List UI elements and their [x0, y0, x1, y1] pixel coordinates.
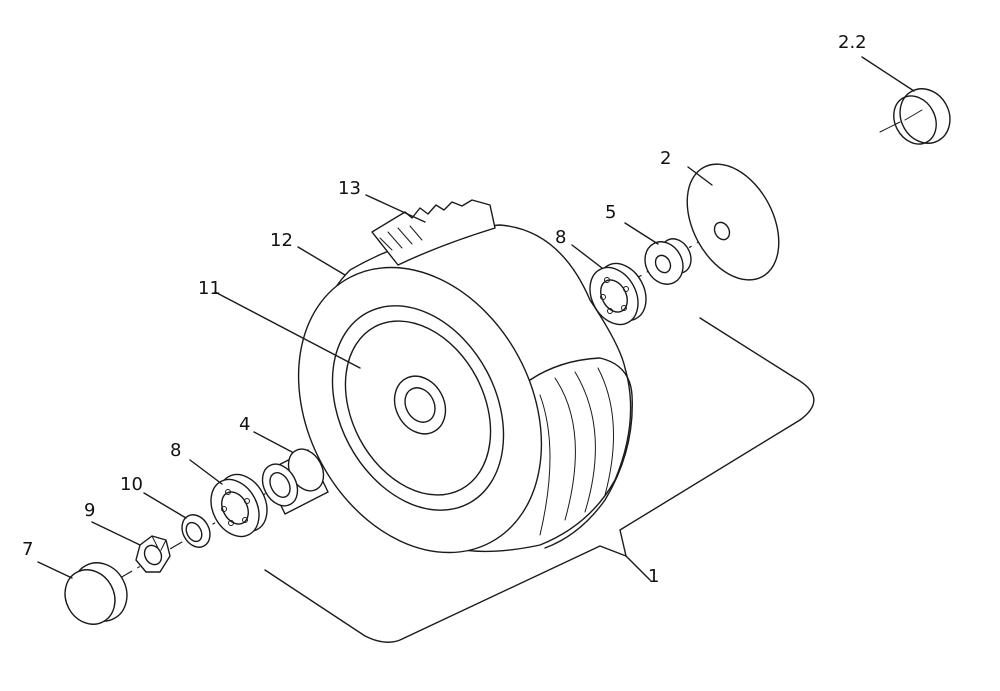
label-part-11: 11 — [198, 278, 221, 299]
bearing-upper — [589, 262, 647, 326]
disc — [686, 163, 780, 281]
leader-lines — [37, 56, 915, 581]
tread-section — [371, 199, 496, 266]
label-part-8-lower: 8 — [170, 440, 181, 461]
label-part-13: 13 — [338, 178, 361, 199]
label-part-2-2: 2.2 — [838, 32, 867, 53]
bearing-lower — [210, 473, 268, 538]
label-part-5: 5 — [605, 202, 616, 223]
hub-cap — [64, 562, 128, 625]
spacer-sleeve — [644, 238, 692, 285]
label-part-12: 12 — [270, 230, 293, 251]
label-part-7: 7 — [22, 539, 33, 560]
assembly-bracket — [264, 317, 815, 643]
axle-sleeve — [261, 448, 329, 515]
label-part-10: 10 — [120, 474, 143, 495]
label-part-1: 1 — [648, 566, 659, 587]
rim — [331, 305, 505, 511]
washer — [181, 514, 211, 548]
label-part-2: 2 — [660, 148, 671, 169]
label-part-8-upper: 8 — [555, 227, 566, 248]
label-part-9: 9 — [84, 500, 95, 521]
cap-2-2 — [879, 88, 951, 145]
hex-nut — [135, 535, 171, 573]
label-part-4: 4 — [239, 414, 250, 435]
